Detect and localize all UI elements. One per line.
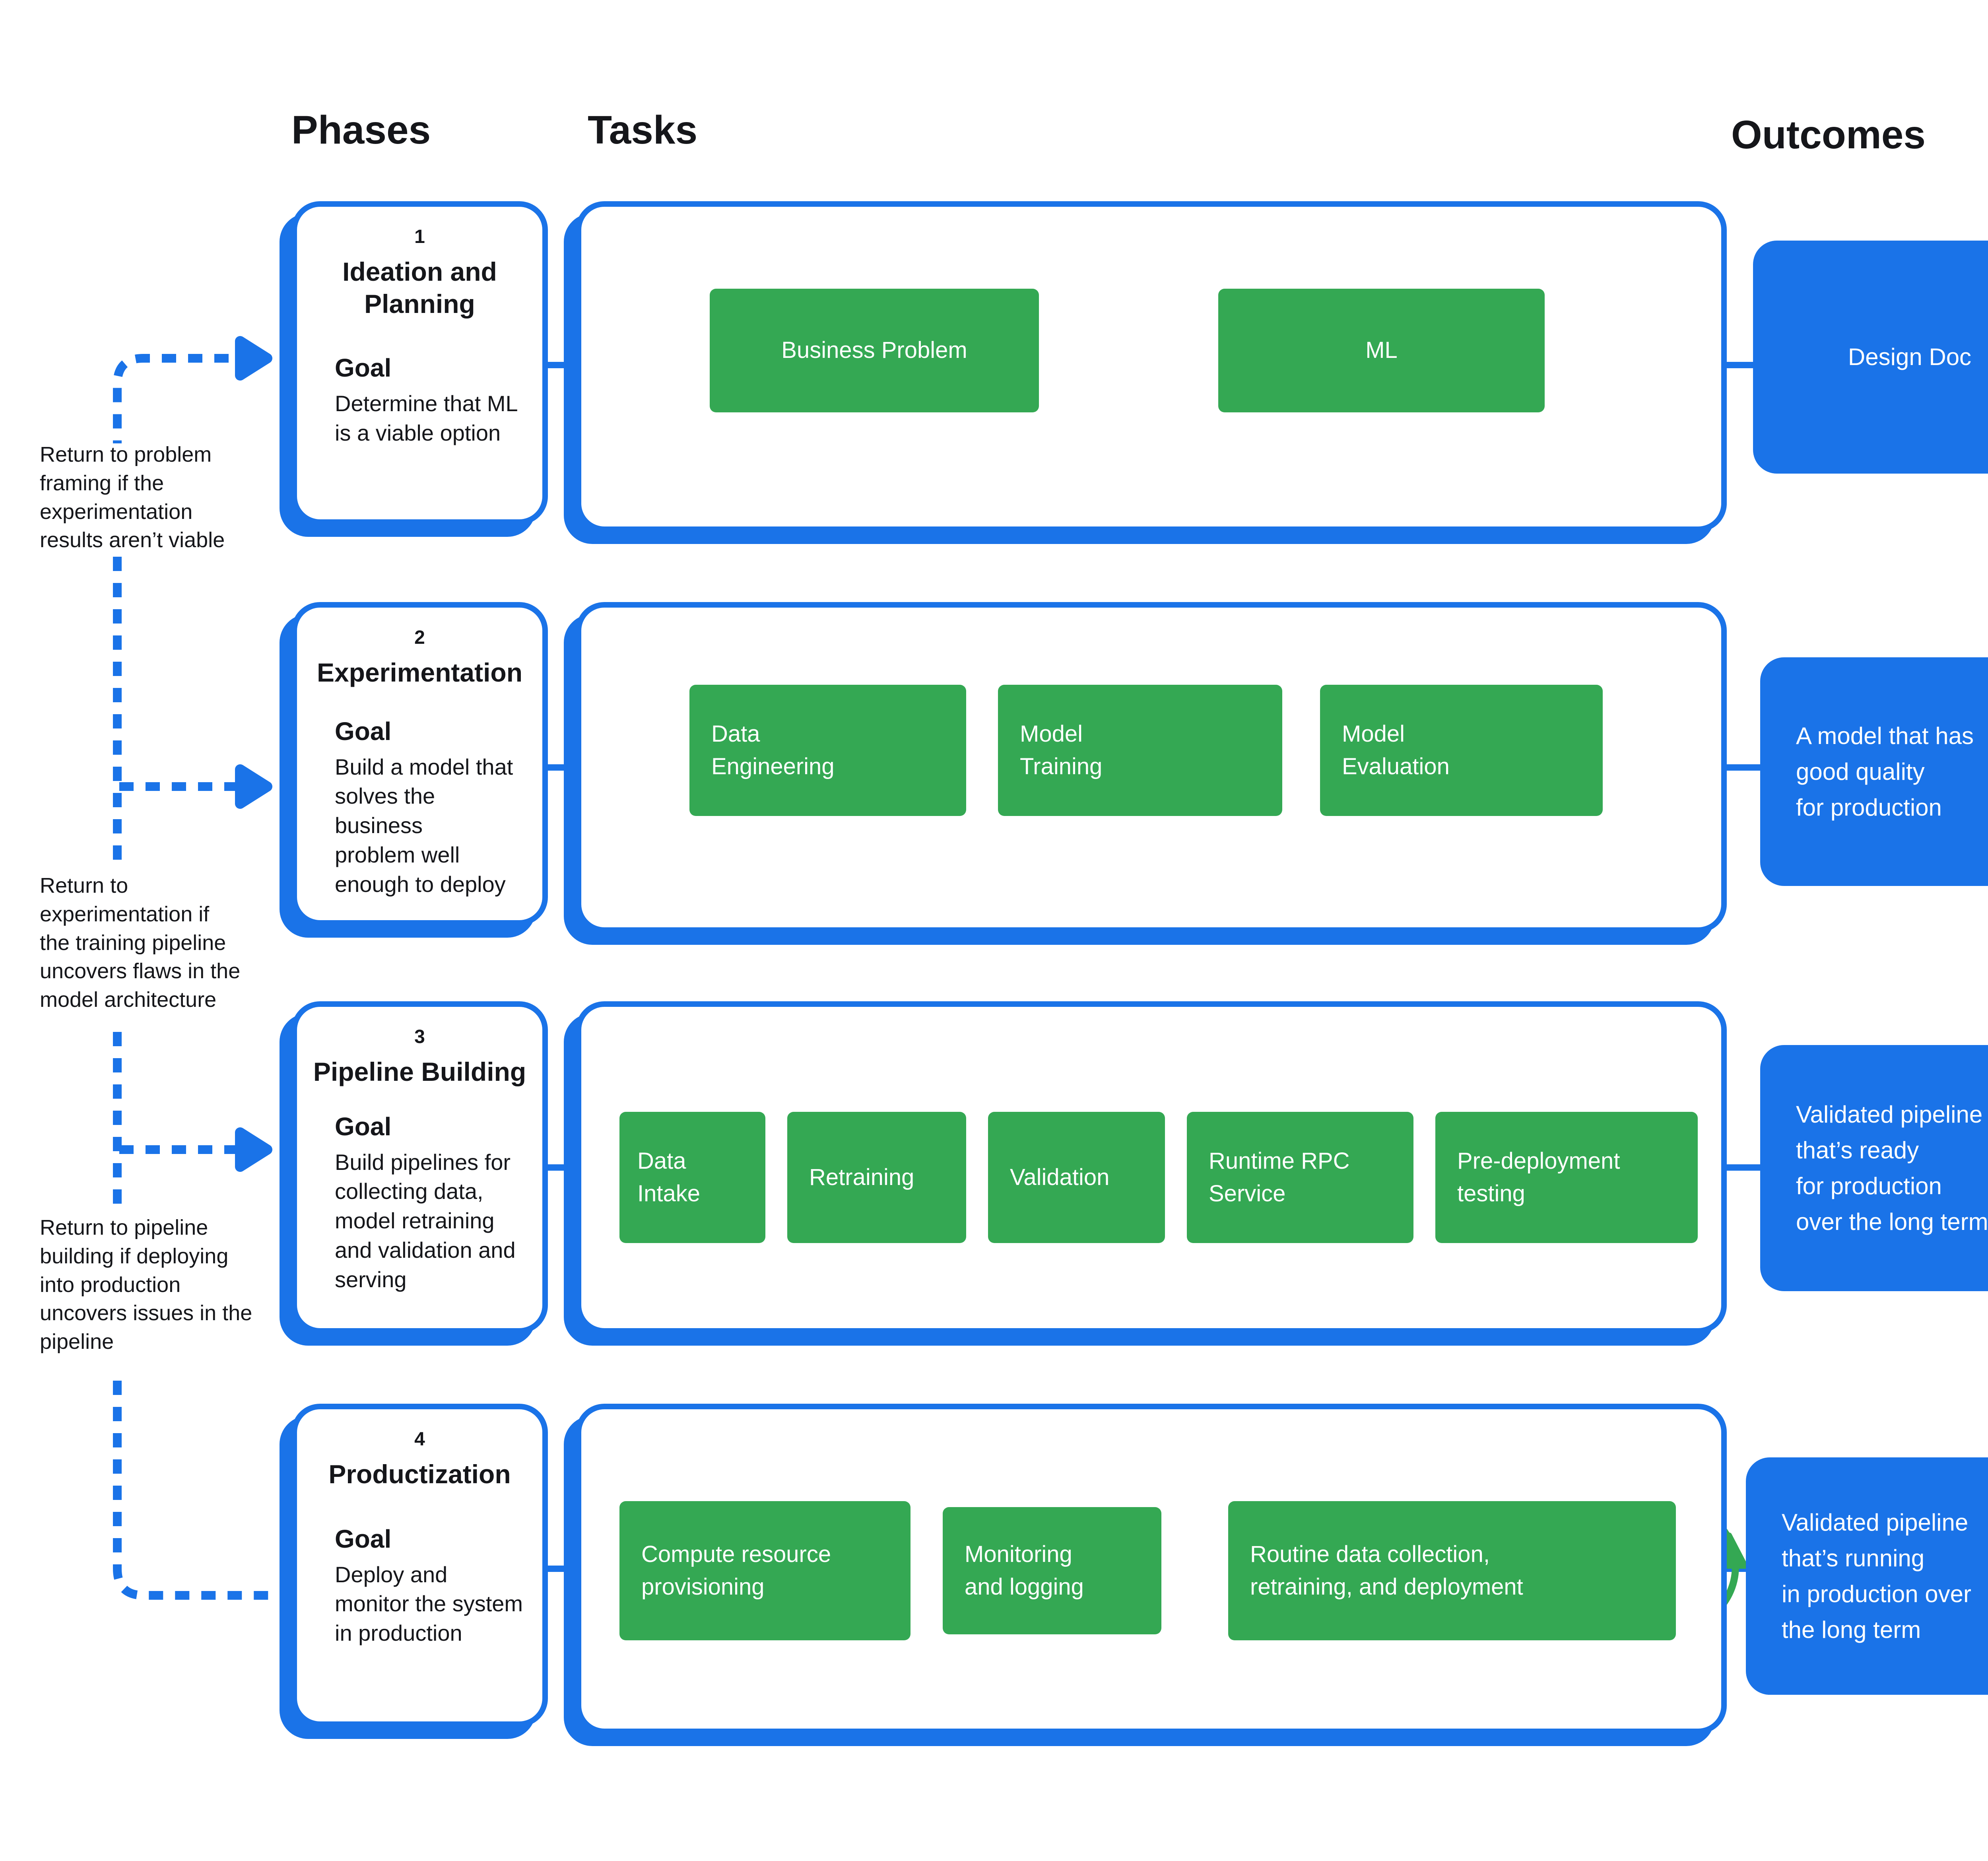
phase-task-connectors: [545, 362, 1773, 1572]
column-header-outcomes: Outcomes: [1731, 113, 1926, 157]
goal-text: Build pipelines for collecting data, mod…: [335, 1149, 516, 1292]
task-model-training: Model Training: [998, 685, 1282, 816]
phase-number: 4: [414, 1429, 425, 1450]
outcome-validated-pipeline-ready: Validated pipeline that’s ready for prod…: [1760, 1045, 1988, 1291]
arrow-into-phase-3: [235, 1127, 272, 1172]
task-connectors: [765, 348, 1435, 1573]
phase-goal: Goal Build a model that solves the busin…: [335, 717, 526, 899]
goal-label: Goal: [335, 354, 392, 383]
phase-number: 3: [414, 1026, 425, 1047]
phase-title: Experimentation: [316, 658, 523, 687]
task-model-evaluation: Model Evaluation: [1320, 685, 1603, 816]
goal-label: Goal: [335, 1524, 392, 1553]
goal-label: Goal: [335, 1112, 392, 1141]
annotation-return-experimentation: Return to experimentation if the trainin…: [40, 874, 241, 1012]
phase-goal: Goal Determine that ML is a viable optio…: [335, 353, 526, 448]
goal-text: Deploy and monitor the system in product…: [335, 1562, 523, 1646]
phase-goal: Goal Deploy and monitor the system in pr…: [335, 1524, 526, 1648]
task-data-engineering: Data Engineering: [689, 685, 966, 816]
task-monitoring-and-logging: Monitoring and logging: [943, 1507, 1161, 1634]
task-validation: Validation: [988, 1112, 1165, 1243]
arrow-into-phase-1: [235, 336, 272, 381]
task-data-intake: Data Intake: [619, 1112, 765, 1243]
phase-box-ideation: 1 Ideation and Planning Goal Determine t…: [291, 201, 548, 525]
phase-box-productization: 4 Productization Goal Deploy and monitor…: [291, 1404, 548, 1727]
task-routine-data-collection: Routine data collection, retraining, and…: [1228, 1501, 1676, 1640]
task-retraining: Retraining: [787, 1112, 966, 1243]
column-header-phases: Phases: [291, 108, 431, 152]
phase-box-pipeline-building: 3 Pipeline Building Goal Build pipelines…: [291, 1001, 548, 1334]
task-pre-deployment-testing: Pre-deployment testing: [1435, 1112, 1698, 1243]
phase-number: 1: [414, 226, 425, 247]
task-ml: ML: [1218, 289, 1545, 412]
annotation-return-pipeline-building: Return to pipeline building if deploying…: [40, 1216, 252, 1354]
phase-number: 2: [414, 627, 425, 648]
task-business-problem: Business Problem: [710, 289, 1039, 412]
outcome-validated-pipeline-running: Validated pipeline that’s running in pro…: [1746, 1457, 1988, 1695]
phase-box-experimentation: 2 Experimentation Goal Build a model tha…: [291, 602, 548, 926]
outcome-model-good-quality: A model that has good quality for produc…: [1760, 657, 1988, 886]
goal-label: Goal: [335, 717, 392, 746]
goal-text: Build a model that solves the business p…: [335, 754, 513, 897]
outcome-design-doc: Design Doc: [1753, 241, 1988, 474]
task-runtime-rpc-service: Runtime RPC Service: [1187, 1112, 1413, 1243]
phase-goal: Goal Build pipelines for collecting data…: [335, 1112, 526, 1295]
phase-title: Pipeline Building: [313, 1057, 526, 1086]
arrow-into-phase-2: [235, 764, 272, 809]
goal-text: Determine that ML is a viable option: [335, 391, 518, 445]
task-compute-resource-provisioning: Compute resource provisioning: [619, 1501, 911, 1640]
column-header-tasks: Tasks: [588, 108, 698, 152]
phase-title: Ideation and Planning: [342, 257, 497, 319]
annotation-return-problem-framing: Return to problem framing if the experim…: [40, 443, 225, 552]
phase-title: Productization: [328, 1459, 511, 1489]
